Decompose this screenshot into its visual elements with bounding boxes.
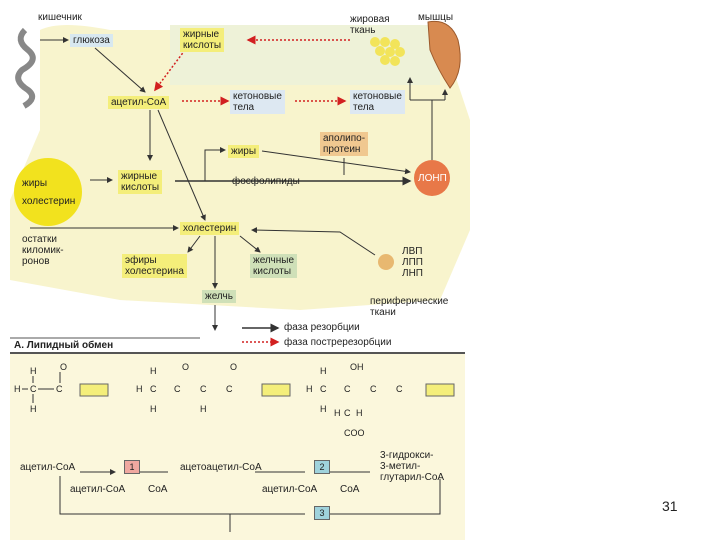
lipid-metabolism-diagram: [10, 20, 470, 347]
step-1-badge: 1: [124, 460, 140, 474]
fatty-acids-mid-box: жирные кислоты: [118, 170, 163, 194]
svg-text:H: H: [320, 366, 327, 376]
intestine-label: кишечник: [38, 12, 82, 23]
section-title: А. Липидный обмен: [14, 340, 114, 351]
svg-text:C: C: [150, 384, 157, 394]
svg-text:C: C: [344, 384, 351, 394]
pathway-acetoacetyl: ацетоацетил-CoA: [180, 462, 262, 473]
chylo-chol-label: холестерин: [22, 196, 76, 207]
svg-text:O: O: [230, 362, 237, 372]
cholesterol-box: холестерин: [180, 222, 240, 235]
legend-resorption: фаза резорбции: [284, 322, 360, 333]
svg-text:C: C: [320, 384, 327, 394]
acetyl-coa-in-1: ацетил-CoA: [70, 484, 126, 495]
acetyl-coa-box: ацетил-CoA: [108, 96, 170, 109]
chylo-fats-label: жиры: [22, 178, 48, 189]
svg-text:OH: OH: [350, 362, 364, 372]
pathway-hmg: 3-гидрокси- 3-метил- глутарил-CoA: [380, 450, 445, 483]
fats-box: жиры: [228, 145, 260, 158]
chylomicron-icon: [14, 158, 82, 226]
remnants-label: остатки киломик- ронов: [22, 234, 64, 267]
adipose-label: жировая ткань: [350, 14, 390, 36]
vldl-icon: [414, 160, 450, 196]
ketone-bodies-2-box: кетоновые тела: [350, 90, 405, 114]
svg-text:C: C: [56, 384, 63, 394]
svg-text:H: H: [30, 404, 37, 414]
page-number: 31: [662, 498, 678, 514]
muscles-label: мышцы: [418, 12, 453, 23]
phospholipids-label: фосфолипиды: [232, 176, 300, 187]
svg-text:H: H: [200, 404, 207, 414]
apolipoprotein-box: аполипо- протеин: [320, 132, 369, 156]
ketone-bodies-1-box: кетоновые тела: [230, 90, 285, 114]
svg-text:H: H: [356, 408, 363, 418]
svg-text:H: H: [30, 366, 37, 376]
svg-text:H: H: [150, 404, 157, 414]
adipose-icon: [370, 37, 405, 66]
legend-postresorption: фаза постререзорбции: [284, 337, 392, 348]
glucose-box: глюкоза: [70, 34, 113, 47]
svg-text:O: O: [60, 362, 67, 372]
svg-text:H: H: [150, 366, 157, 376]
lipoprotein-icon: [378, 254, 394, 270]
bile-box: желчь: [202, 290, 236, 303]
svg-text:O: O: [182, 362, 189, 372]
svg-text:C: C: [396, 384, 403, 394]
chol-esters-box: эфиры холестерина: [122, 254, 187, 278]
chemistry-band-top-border: [10, 352, 465, 354]
intestine-icon: [15, 27, 36, 109]
fatty-acids-top-box: жирные кислоты: [180, 28, 225, 52]
acetyl-coa-in-2: ацетил-CoA: [262, 484, 318, 495]
svg-text:H: H: [306, 384, 313, 394]
step-3-badge: 3: [314, 506, 330, 520]
muscle-icon: [427, 20, 461, 89]
peripheral-label: периферические ткани: [370, 296, 449, 318]
svg-text:H: H: [320, 404, 327, 414]
svg-text:C: C: [200, 384, 207, 394]
svg-text:H: H: [136, 384, 143, 394]
svg-text:C: C: [226, 384, 233, 394]
bile-acids-box: желчные кислоты: [250, 254, 298, 278]
svg-text:H: H: [334, 408, 341, 418]
chemistry-band: [10, 352, 465, 540]
svg-text:C: C: [174, 384, 181, 394]
vldl-label: ЛОНП: [418, 173, 447, 184]
coa-out-1: CoA: [148, 484, 168, 495]
svg-text:C: C: [344, 408, 351, 418]
lipoproteins-label: ЛВП ЛПП ЛНП: [402, 246, 423, 279]
svg-text:C: C: [370, 384, 377, 394]
svg-text:C: C: [30, 384, 37, 394]
coa-out-2: CoA: [340, 484, 360, 495]
pathway-acetyl-coa: ацетил-CoA: [20, 462, 76, 473]
svg-text:COO: COO: [344, 428, 365, 438]
step-2-badge: 2: [314, 460, 330, 474]
svg-text:H: H: [14, 384, 21, 394]
